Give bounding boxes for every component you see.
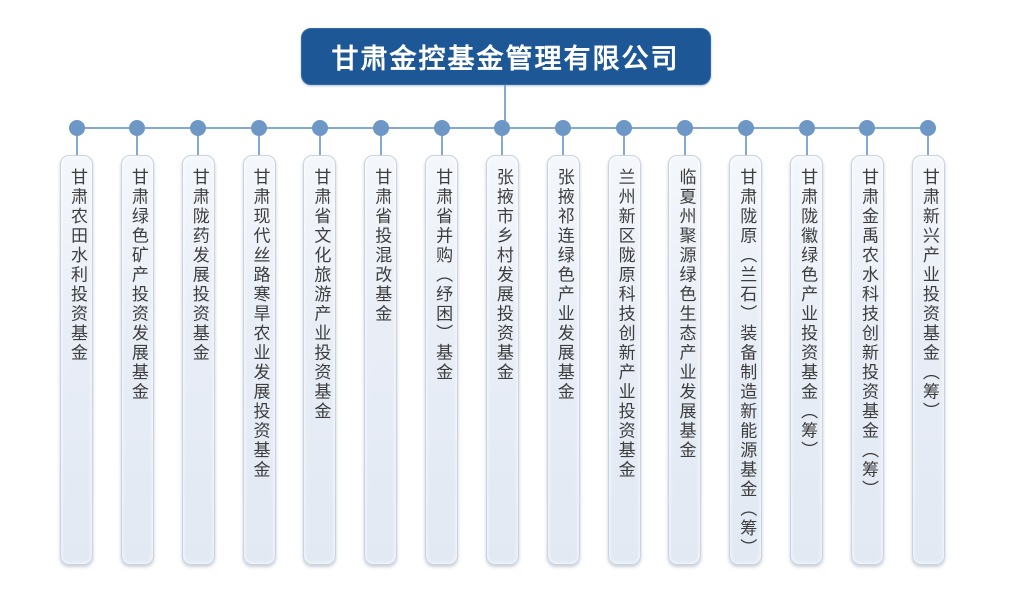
fund-card: 张掖市乡村发展投资基金	[485, 155, 519, 565]
connector-dot	[920, 120, 937, 136]
fund-name: 甘肃陇药发展投资基金	[188, 168, 209, 363]
fund-branch: 甘肃省投混改基金	[364, 120, 398, 565]
fund-name: 甘肃新兴产业投资基金（筹）	[918, 168, 939, 422]
fund-name: 甘肃农田水利投资基金	[67, 168, 87, 363]
connector-dot	[68, 120, 85, 136]
fund-name: 兰州新区陇原科技创新产业投资基金	[614, 168, 635, 480]
branch-connector-line	[258, 136, 261, 155]
fund-name: 甘肃省投混改基金	[371, 168, 392, 324]
fund-card: 张掖祁连绿色产业发展基金	[546, 155, 580, 565]
fund-branch: 甘肃现代丝路寒旱农业发展投资基金	[242, 120, 276, 565]
fund-card: 兰州新区陇原科技创新产业投资基金	[607, 155, 641, 565]
fund-branch: 张掖祁连绿色产业发展基金	[546, 120, 580, 565]
connector-dot	[737, 120, 754, 136]
root-company-box: 甘肃金控基金管理有限公司	[300, 28, 711, 85]
fund-card: 甘肃现代丝路寒旱农业发展投资基金	[242, 155, 276, 565]
branch-connector-line	[866, 136, 869, 155]
fund-branch: 甘肃省并购（纾困）基金	[425, 120, 459, 565]
branch-connector-line	[318, 136, 321, 155]
fund-branch: 甘肃陇原（兰石）装备制造新能源基金（筹）	[729, 120, 763, 565]
fund-name: 甘肃省并购（纾困）基金	[432, 168, 453, 383]
branch-connector-line	[379, 136, 382, 155]
fund-name: 甘肃现代丝路寒旱农业发展投资基金	[249, 168, 270, 480]
fund-name: 张掖市乡村发展投资基金	[492, 168, 513, 383]
fund-card: 甘肃金禹农水科技创新投资基金（筹）	[850, 155, 884, 565]
fund-branch: 甘肃省文化旅游产业投资基金	[303, 120, 337, 565]
branch-connector-line	[623, 136, 626, 155]
fund-name: 临夏州聚源绿色生态产业发展基金	[675, 168, 696, 461]
branch-connector-line	[440, 136, 443, 155]
fund-card: 甘肃陇徽绿色产业投资基金（筹）	[790, 155, 824, 565]
fund-card: 甘肃绿色矿产投资发展基金	[120, 155, 154, 565]
fund-name: 甘肃金禹农水科技创新投资基金（筹）	[857, 168, 878, 500]
branch-connector-line	[927, 136, 930, 155]
fund-branch: 甘肃新兴产业投资基金（筹）	[911, 120, 945, 565]
fund-branch: 甘肃农田水利投资基金	[60, 120, 93, 565]
connector-dot	[129, 120, 146, 136]
fund-card: 甘肃陇药发展投资基金	[181, 155, 215, 565]
connector-dot	[251, 120, 268, 136]
fund-branch: 甘肃绿色矿产投资发展基金	[120, 120, 154, 565]
fund-card: 临夏州聚源绿色生态产业发展基金	[668, 155, 702, 565]
fund-branch: 甘肃陇药发展投资基金	[181, 120, 215, 565]
fund-card: 甘肃新兴产业投资基金（筹）	[911, 155, 945, 565]
root-connector-line	[504, 85, 506, 128]
fund-branch: 张掖市乡村发展投资基金	[485, 120, 519, 565]
fund-branch: 兰州新区陇原科技创新产业投资基金	[607, 120, 641, 565]
connector-dot	[555, 120, 572, 136]
connector-dot	[311, 120, 328, 136]
connector-dot	[372, 120, 389, 136]
funds-row: 甘肃农田水利投资基金 甘肃绿色矿产投资发展基金 甘肃陇药发展投资基金	[60, 120, 945, 565]
fund-card: 甘肃省并购（纾困）基金	[425, 155, 459, 565]
branch-connector-line	[197, 136, 200, 155]
connector-dot	[676, 120, 693, 136]
fund-branch: 临夏州聚源绿色生态产业发展基金	[668, 120, 702, 565]
fund-card: 甘肃省文化旅游产业投资基金	[303, 155, 337, 565]
branch-connector-line	[75, 136, 78, 155]
branch-connector-line	[501, 136, 504, 155]
connector-dot	[798, 120, 815, 136]
fund-name: 甘肃陇原（兰石）装备制造新能源基金（筹）	[736, 168, 757, 558]
fund-name: 甘肃绿色矿产投资发展基金	[127, 168, 148, 402]
connector-dot	[494, 120, 511, 136]
root-company-label: 甘肃金控基金管理有限公司	[331, 44, 680, 75]
fund-branch: 甘肃金禹农水科技创新投资基金（筹）	[850, 120, 884, 565]
connector-dot	[859, 120, 876, 136]
connector-dot	[616, 120, 633, 136]
fund-branch: 甘肃陇徽绿色产业投资基金（筹）	[790, 120, 824, 565]
fund-name: 张掖祁连绿色产业发展基金	[553, 168, 574, 402]
fund-card: 甘肃农田水利投资基金	[60, 155, 93, 565]
fund-card: 甘肃陇原（兰石）装备制造新能源基金（筹）	[729, 155, 763, 565]
branch-connector-line	[805, 136, 808, 155]
connector-dot	[433, 120, 450, 136]
branch-connector-line	[136, 136, 139, 155]
branch-connector-line	[683, 136, 686, 155]
fund-name: 甘肃陇徽绿色产业投资基金（筹）	[797, 168, 818, 461]
fund-name: 甘肃省文化旅游产业投资基金	[310, 168, 331, 422]
connector-dot	[190, 120, 207, 136]
branch-connector-line	[562, 136, 565, 155]
branch-connector-line	[744, 136, 747, 155]
fund-card: 甘肃省投混改基金	[364, 155, 398, 565]
